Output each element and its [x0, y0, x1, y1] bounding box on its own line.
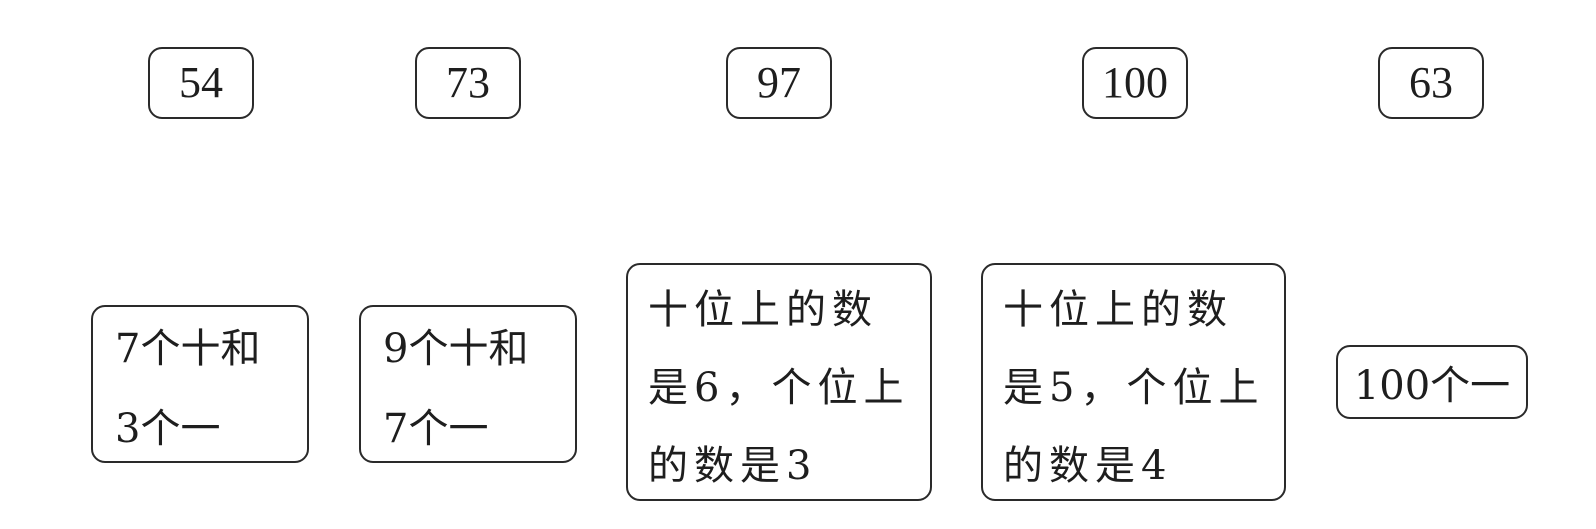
description-line: 7个一 [383, 406, 489, 452]
description-line: 9个十和 [383, 326, 529, 372]
description-card-1: 7个十和 3个一 [91, 305, 309, 463]
description-line: 7个十和 [115, 326, 261, 372]
description-line: 是5，个位上 [1003, 365, 1265, 411]
number-card-63: 63 [1378, 47, 1484, 119]
number-card-97: 97 [726, 47, 832, 119]
description-line: 是6，个位上 [648, 365, 910, 411]
description-line: 十位上的数 [648, 287, 878, 333]
description-card-4: 十位上的数 是5，个位上 的数是4 [981, 263, 1286, 501]
description-card-2: 9个十和 7个一 [359, 305, 577, 463]
number-value: 100 [1102, 58, 1168, 107]
number-value: 63 [1409, 58, 1453, 107]
description-card-3: 十位上的数 是6，个位上 的数是3 [626, 263, 932, 501]
number-card-73: 73 [415, 47, 521, 119]
description-line: 3个一 [115, 406, 221, 452]
number-value: 54 [179, 58, 223, 107]
description-card-5: 100个一 [1336, 345, 1528, 419]
description-line: 的数是3 [648, 443, 818, 489]
description-line: 十位上的数 [1003, 287, 1233, 333]
number-card-54: 54 [148, 47, 254, 119]
number-card-100: 100 [1082, 47, 1188, 119]
description-line: 的数是4 [1003, 443, 1173, 489]
number-value: 97 [757, 58, 801, 107]
number-value: 73 [446, 58, 490, 107]
description-line: 100个一 [1353, 363, 1511, 409]
